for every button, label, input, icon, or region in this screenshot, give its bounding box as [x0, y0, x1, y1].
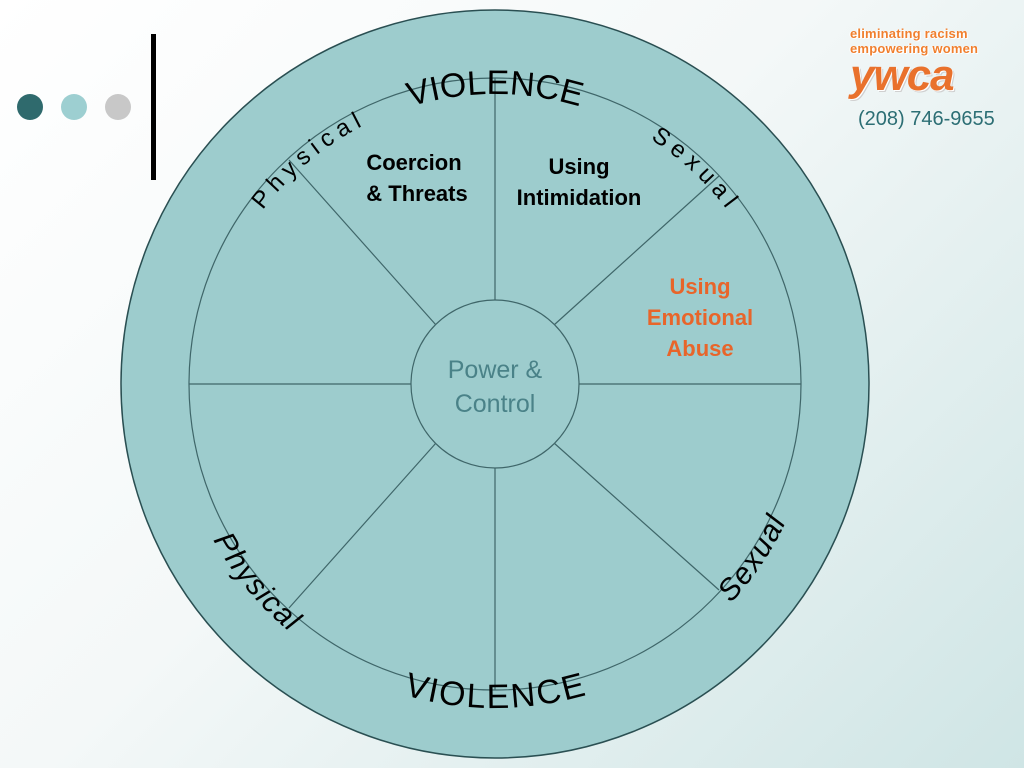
segment-emotional-line-3: Abuse — [666, 336, 733, 361]
dot-dark — [17, 94, 43, 120]
logo-tagline-1: eliminating racism — [850, 26, 968, 41]
segment-emotional-line-1: Using — [669, 274, 730, 299]
spoke-lower-right — [553, 442, 720, 591]
spoke-upper-left — [288, 159, 437, 326]
spoke-lower-left — [288, 442, 437, 609]
segment-intimidation-line-2: Intimidation — [517, 185, 642, 210]
ywca-logo: eliminating racism empowering women ywca — [850, 26, 1020, 100]
center-label-line-1: Power & — [448, 356, 543, 384]
logo-tagline-2: empowering women — [850, 41, 979, 56]
dot-gray — [105, 94, 131, 120]
dot-teal — [61, 94, 87, 120]
center-label-line-2: Control — [455, 390, 536, 418]
logo-brand: ywca — [850, 51, 955, 100]
segment-coercion-line-2: & Threats — [366, 181, 467, 206]
segment-coercion-line-1: Coercion — [366, 150, 461, 175]
spoke-upper-right — [553, 175, 720, 326]
wheel-spokes — [189, 78, 801, 690]
center-hub — [410, 299, 580, 469]
segment-emotional-line-2: Emotional — [647, 305, 753, 330]
segment-intimidation-line-1: Using — [548, 154, 609, 179]
title-divider-bar — [151, 34, 156, 180]
phone-number: (208) 746-9655 — [858, 108, 995, 130]
